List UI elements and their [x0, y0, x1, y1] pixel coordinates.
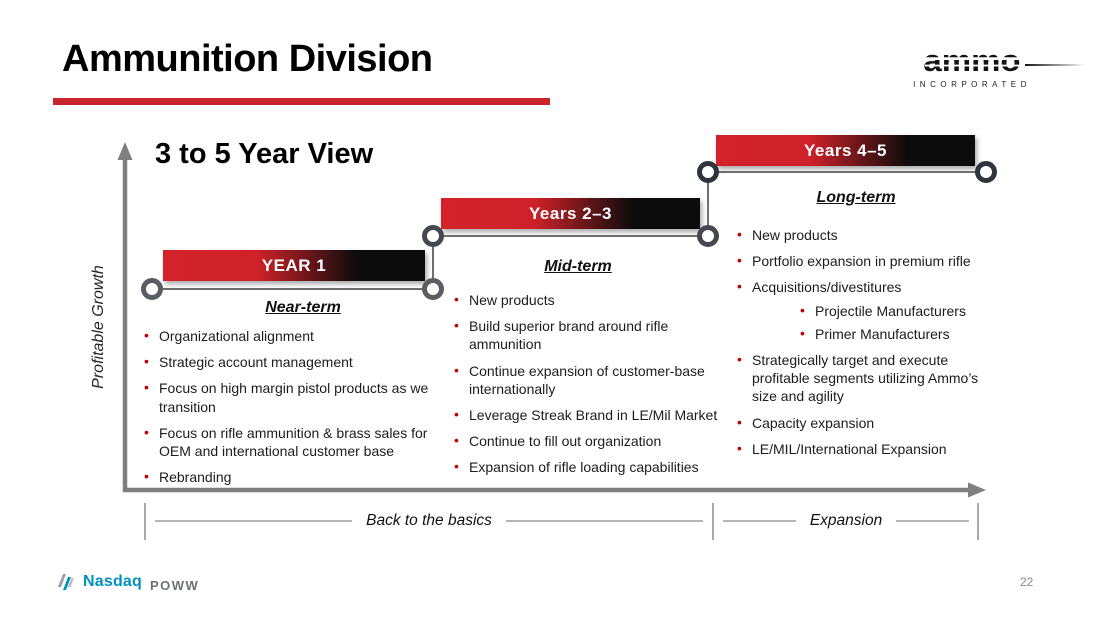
phase-bar-years-2-3: Years 2–3 [441, 198, 700, 229]
bullet-item: Organizational alignment [142, 326, 438, 345]
ammo-logo: ammo INCORPORATED [897, 43, 1085, 89]
bullet-item: Leverage Streak Brand in LE/Mil Market [452, 405, 728, 424]
sub-bullet-item: Primer Manufacturers [798, 324, 1003, 343]
phase-heading-near-term: Near-term [265, 299, 341, 316]
node-circle-icon [697, 225, 719, 247]
bullet-item: Focus on rifle ammunition & brass sales … [142, 423, 438, 460]
segment-line [505, 520, 704, 522]
bullet-text: Acquisitions/divestitures [752, 279, 902, 296]
bullet-item: Strategic account management [142, 352, 438, 371]
segment-line [155, 520, 353, 522]
sub-bullet-item: Projectile Manufacturers [798, 301, 1003, 320]
x-axis-segment-expansion: Expansion [723, 512, 970, 530]
node-circle-icon [422, 278, 444, 300]
segment-label: Back to the basics [366, 512, 492, 529]
phase-heading-long-term: Long-term [816, 189, 896, 206]
bullet-item: Capacity expansion [735, 412, 1003, 432]
bullet-item: Portfolio expansion in premium rifle [735, 251, 1003, 270]
x-axis-arrowhead-icon [968, 482, 986, 498]
bullet-item: Build superior brand around rifle ammuni… [452, 316, 728, 353]
bullet-item: Acquisitions/divestitures Projectile Man… [735, 277, 1003, 343]
bullet-item: Continue to fill out organization [452, 431, 728, 450]
segment-line [723, 520, 796, 522]
ammo-wordmark: ammo [923, 43, 1021, 78]
x-axis-tick [144, 503, 146, 540]
mid-term-bullet-list: New products Build superior brand around… [452, 290, 728, 485]
ticker-symbol: POWW [150, 578, 200, 593]
x-axis-tick [977, 503, 979, 540]
y-axis-label: Profitable Growth [90, 265, 107, 389]
y-axis-arrowhead-icon [117, 142, 133, 160]
long-term-bullet-list: New products Portfolio expansion in prem… [735, 225, 1003, 466]
page-title: Ammunition Division [62, 38, 433, 80]
nasdaq-logo: Nasdaq [55, 571, 142, 593]
bullet-item: Continue expansion of customer-base inte… [452, 361, 728, 398]
phase-heading-mid-term: Mid-term [544, 258, 612, 275]
bullet-item: New products [452, 290, 728, 309]
bullet-item: LE/MIL/International Expansion [735, 439, 1003, 458]
nasdaq-icon [58, 574, 74, 590]
bullet-item: New products [735, 225, 1003, 244]
bullet-item: Strategically target and execute profita… [735, 350, 1003, 406]
node-circle-icon [697, 161, 719, 183]
segment-line [896, 520, 970, 522]
segment-label: Expansion [809, 512, 883, 529]
page-number: 22 [1020, 575, 1034, 589]
bullet-item: Rebranding [142, 467, 438, 486]
bullet-item: Focus on high margin pistol products as … [142, 378, 438, 415]
ammo-incorporated-label: INCORPORATED [913, 80, 1031, 89]
node-circle-icon [141, 278, 163, 300]
x-axis-tick [712, 503, 714, 540]
phase-bar-years-4-5: Years 4–5 [716, 135, 975, 166]
title-underline-rule [53, 98, 550, 105]
node-circle-icon [422, 225, 444, 247]
x-axis-segment-back-to-basics: Back to the basics [155, 512, 704, 530]
ammo-logo-rule [1025, 64, 1085, 66]
phase-bar-year-1: YEAR 1 [163, 250, 425, 281]
nasdaq-wordmark: Nasdaq [83, 573, 142, 590]
sub-bullet-list: Projectile Manufacturers Primer Manufact… [752, 301, 1003, 343]
chart-title: 3 to 5 Year View [155, 138, 374, 170]
near-term-bullet-list: Organizational alignment Strategic accou… [142, 326, 438, 494]
node-circle-icon [975, 161, 997, 183]
bullet-item: Expansion of rifle loading capabilities [452, 457, 728, 476]
